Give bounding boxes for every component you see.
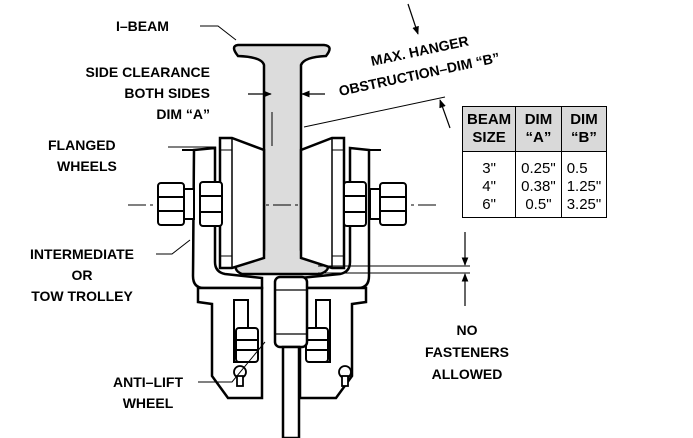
label-i-beam: I–BEAM xyxy=(116,18,169,34)
table-row: 6" 0.5" 3.25" xyxy=(461,196,608,218)
i-beam xyxy=(232,43,331,276)
label-wheels: WHEELS xyxy=(57,158,117,174)
flanged-wheel-left xyxy=(218,136,266,270)
label-dim-a: DIM “A” xyxy=(156,106,210,122)
cell-dim-a: 0.5" xyxy=(515,196,562,218)
flanged-wheel-right xyxy=(299,136,346,270)
label-tow-trolley: TOW TROLLEY xyxy=(31,288,133,304)
cell-beam-size: 4" xyxy=(461,178,517,196)
anti-lift-wheel xyxy=(273,275,309,349)
label-or: OR xyxy=(72,267,93,283)
bracket-bolt-right xyxy=(305,327,329,363)
label-anti-lift: ANTI–LIFT xyxy=(113,374,183,390)
label-intermediate: INTERMEDIATE xyxy=(30,246,134,262)
table-row: 3" 0.25" 0.5 xyxy=(461,151,608,178)
table-row: 4" 0.38" 1.25" xyxy=(461,178,608,196)
header-dim-b: DIM“B” xyxy=(560,106,608,152)
axle-bolt-left xyxy=(157,181,223,227)
cell-dim-b: 3.25" xyxy=(560,196,608,218)
hanger-rod xyxy=(281,345,301,438)
cell-dim-a: 0.25" xyxy=(515,151,562,178)
label-no: NO xyxy=(457,322,478,338)
label-side-clearance: SIDE CLEARANCE xyxy=(86,64,210,80)
label-anti-lift-wheel: WHEEL xyxy=(123,395,174,411)
cell-beam-size: 6" xyxy=(461,196,517,218)
label-fasteners: FASTENERS xyxy=(425,344,509,360)
keyhole-slot-right xyxy=(338,365,352,387)
cell-beam-size: 3" xyxy=(461,151,517,178)
cell-dim-b: 0.5 xyxy=(560,151,608,178)
label-allowed: ALLOWED xyxy=(432,366,503,382)
cell-dim-a: 0.38" xyxy=(515,178,562,196)
label-both-sides: BOTH SIDES xyxy=(124,85,210,101)
header-dim-a: DIM“A” xyxy=(515,106,562,152)
cell-dim-b: 1.25" xyxy=(560,178,608,196)
axle-bolt-right xyxy=(343,181,407,227)
bracket-bolt-left xyxy=(235,327,259,363)
label-flanged: FLANGED xyxy=(48,137,116,153)
